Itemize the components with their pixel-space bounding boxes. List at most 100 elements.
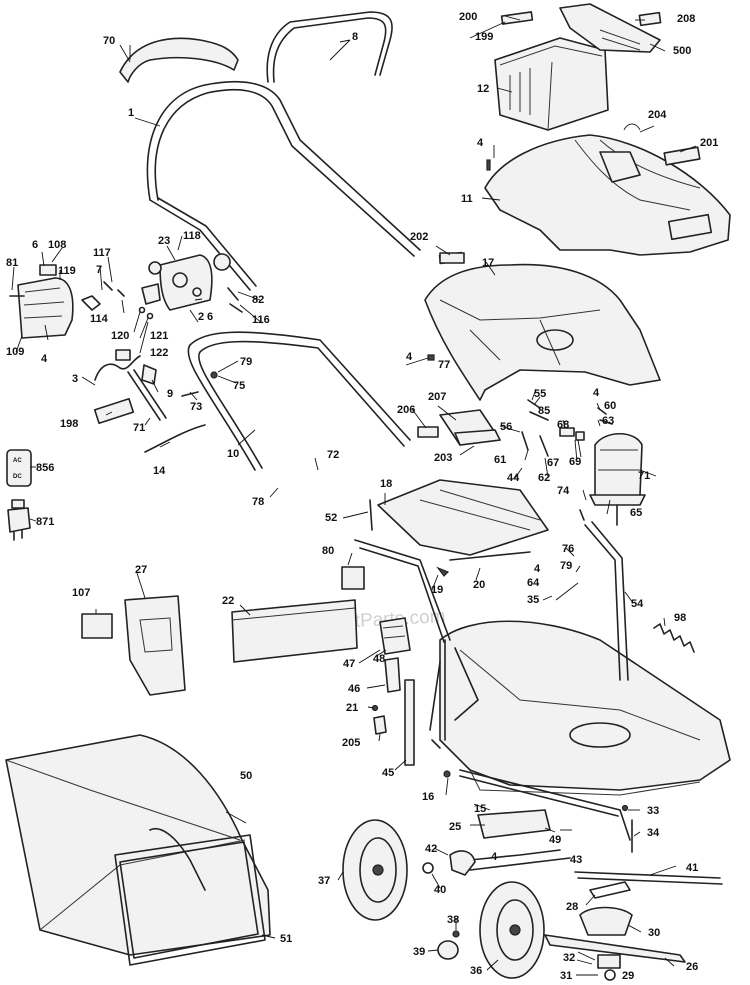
callout-76: 76 — [562, 543, 574, 555]
callout-46: 46 — [348, 683, 360, 695]
rear-flap-18 — [377, 479, 549, 577]
callout-67: 67 — [547, 457, 559, 469]
lower-handle-10 — [187, 331, 411, 471]
callout-23: 23 — [158, 235, 170, 247]
callout-4e: 4 — [534, 563, 541, 575]
mower-deck — [429, 620, 731, 796]
wheel-37 — [342, 819, 408, 921]
callout-4c: 4 — [406, 351, 413, 363]
callout-36: 36 — [470, 965, 482, 977]
callout-8: 8 — [352, 31, 358, 43]
callout-500: 500 — [673, 45, 691, 57]
upper-handle-1 — [146, 80, 421, 291]
blade-26 — [544, 934, 686, 963]
callout-117: 117 — [93, 247, 111, 259]
callout-39: 39 — [413, 946, 425, 958]
callout-77: 77 — [438, 359, 450, 371]
callout-69: 69 — [569, 456, 581, 468]
callout-35: 35 — [527, 594, 539, 606]
callout-78: 78 — [252, 496, 264, 508]
svg-text:DC: DC — [13, 474, 22, 480]
callout-52: 52 — [325, 512, 337, 524]
height-adjuster — [371, 617, 415, 766]
callout-71a: 71 — [133, 422, 145, 434]
callout-32: 32 — [563, 952, 575, 964]
callout-12: 12 — [477, 83, 489, 95]
callout-51: 51 — [280, 933, 292, 945]
callout-27: 27 — [135, 564, 147, 576]
callout-199: 199 — [475, 31, 493, 43]
frame-rails — [354, 499, 629, 681]
callout-72: 72 — [327, 449, 339, 461]
callout-116: 116 — [252, 314, 270, 326]
callout-22: 22 — [222, 595, 234, 607]
callout-856: 856 — [36, 462, 54, 474]
callout-122: 122 — [150, 347, 168, 359]
svg-text:AC: AC — [13, 458, 22, 464]
callout-11: 11 — [461, 193, 473, 205]
callout-41: 41 — [686, 862, 698, 874]
mulch-plug-27 — [124, 595, 186, 696]
callout-6b: 6 — [207, 311, 213, 323]
callout-56: 56 — [500, 421, 512, 433]
callout-61: 61 — [494, 454, 506, 466]
callout-37: 37 — [318, 875, 330, 887]
callout-73: 73 — [190, 401, 202, 413]
battery-pack-12 — [494, 37, 609, 131]
top-cover-11 — [438, 123, 731, 265]
rear-flap-22 — [231, 599, 358, 663]
callout-20: 20 — [473, 579, 485, 591]
callout-206: 206 — [397, 404, 415, 416]
switch-box-assembly — [9, 253, 243, 339]
callout-107: 107 — [72, 587, 90, 599]
callout-54: 54 — [631, 598, 644, 610]
callout-3: 3 — [72, 373, 78, 385]
callout-25: 25 — [449, 821, 461, 833]
callout-16: 16 — [422, 791, 434, 803]
callout-65: 65 — [630, 507, 642, 519]
callout-45: 45 — [382, 767, 394, 779]
callout-81: 81 — [6, 257, 18, 269]
battery-cover-500 — [500, 3, 662, 53]
callout-4b: 4 — [41, 353, 48, 365]
callout-4f: 4 — [491, 851, 498, 863]
callout-118: 118 — [183, 230, 201, 242]
callout-60: 60 — [604, 400, 616, 412]
wheel-36 — [479, 881, 545, 979]
callout-7: 7 — [96, 264, 102, 276]
callout-98: 98 — [674, 612, 686, 624]
callout-62: 62 — [538, 472, 550, 484]
callout-34: 34 — [647, 827, 660, 839]
callout-108: 108 — [48, 239, 66, 251]
callout-2: 2 — [198, 311, 204, 323]
callout-200: 200 — [459, 11, 477, 23]
callout-70: 70 — [103, 35, 115, 47]
wiring-and-small-parts — [93, 349, 218, 453]
callout-28: 28 — [566, 901, 578, 913]
front-wheel-hardware — [422, 850, 476, 960]
callout-numbers: 70 8 1 200 208 199 500 12 204 4 201 11 2… — [6, 11, 718, 982]
grass-bag-50 — [5, 734, 271, 956]
callout-18: 18 — [380, 478, 392, 490]
callout-121: 121 — [150, 330, 168, 342]
callout-47: 47 — [343, 658, 355, 670]
callout-82: 82 — [252, 294, 264, 306]
callout-40: 40 — [434, 884, 446, 896]
callout-50: 50 — [240, 770, 252, 782]
callout-109: 109 — [6, 346, 24, 358]
callout-63: 63 — [602, 415, 614, 427]
callout-1: 1 — [128, 107, 134, 119]
callout-42: 42 — [425, 843, 437, 855]
callout-6a: 6 — [32, 239, 38, 251]
callout-871: 871 — [36, 516, 54, 528]
spring-98 — [653, 623, 695, 653]
callout-64: 64 — [527, 577, 540, 589]
callout-26: 26 — [686, 961, 698, 973]
motor-housing-17 — [424, 263, 661, 401]
callout-14: 14 — [153, 465, 166, 477]
charger-856: AC DC — [6, 449, 32, 487]
callout-29: 29 — [622, 970, 634, 982]
callout-80: 80 — [322, 545, 334, 557]
callout-17: 17 — [482, 257, 494, 269]
